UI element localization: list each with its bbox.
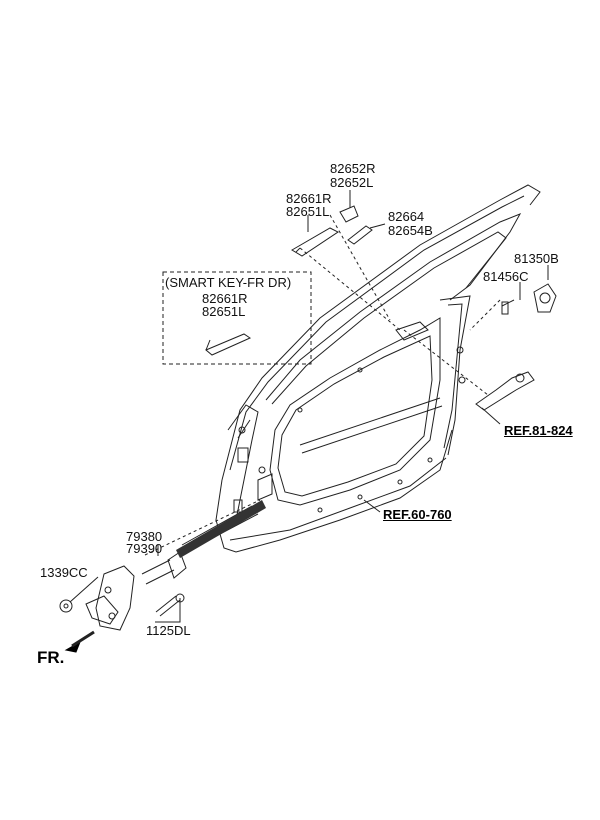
smart-key-handle-part[interactable] <box>205 333 252 356</box>
checker-arrow-band <box>176 500 266 558</box>
part-label-1339CC: 1339CC <box>40 565 88 580</box>
bolt-part[interactable] <box>155 593 185 617</box>
latch-bolt-part[interactable] <box>501 299 515 315</box>
smart-key-label-82661R: 82661R <box>202 291 248 306</box>
handle-cover-part[interactable] <box>339 205 359 223</box>
inner-handle-assembly[interactable] <box>475 371 535 411</box>
ref-link-60-760[interactable]: REF.60-760 <box>383 507 452 522</box>
part-label-81350B: 81350B <box>514 251 559 266</box>
ref-link-81-824[interactable]: REF.81-824 <box>504 423 573 438</box>
door-latch-part[interactable] <box>533 283 557 313</box>
front-door-panel <box>215 184 541 553</box>
nut-part[interactable] <box>59 599 73 613</box>
smart-key-box <box>162 271 312 365</box>
front-arrow-shaft <box>71 630 95 648</box>
part-label-82652L: 82652L <box>330 175 374 190</box>
smart-key-label-82651L: 82651L <box>202 304 246 319</box>
leader-lines <box>144 214 501 556</box>
part-label-82654B: 82654B <box>388 223 433 238</box>
part-label-79390: 79390 <box>126 541 163 556</box>
part-label-82664: 82664 <box>388 209 425 224</box>
front-direction-label: FR. <box>37 648 65 667</box>
smart-key-title: (SMART KEY-FR DR) <box>165 275 292 290</box>
part-label-82661R: 82661R <box>286 191 332 206</box>
part-label-82652R: 82652R <box>330 161 376 176</box>
gasket-part[interactable] <box>347 225 373 245</box>
part-label-79380: 79380 <box>126 529 163 544</box>
door-hinge-part[interactable] <box>85 565 135 631</box>
label-leaders <box>69 190 549 623</box>
part-label-1125DL: 1125DL <box>146 623 191 638</box>
part-label-82651L: 82651L <box>286 204 330 219</box>
outside-handle-part[interactable] <box>291 227 339 257</box>
part-label-81456C: 81456C <box>483 269 529 284</box>
